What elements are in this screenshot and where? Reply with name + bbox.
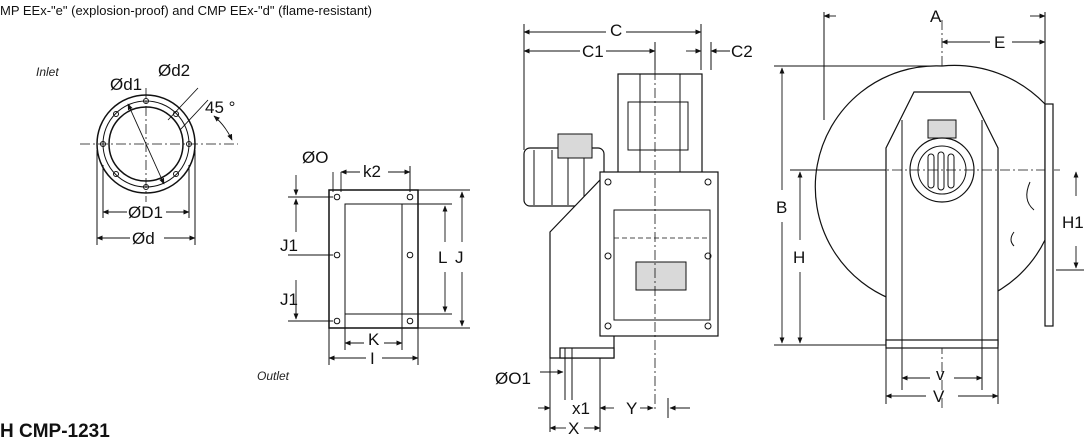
label-v: v — [936, 365, 945, 384]
model-title: H CMP-1231 — [0, 421, 110, 442]
label-B: B — [776, 198, 787, 217]
label-d1: Ød1 — [110, 75, 142, 94]
inlet-view: Inlet Ød1 Ød2 45 ° — [36, 61, 238, 248]
outlet-view: Outlet ØO k2 J1 J1 — [257, 148, 470, 383]
outlet-duct — [617, 73, 703, 175]
side-plate — [599, 171, 719, 337]
front-view: A E B H — [774, 7, 1084, 410]
label-K: K — [368, 330, 380, 349]
inlet-title: Inlet — [36, 65, 59, 79]
label-H1: H1 — [1062, 213, 1084, 232]
outlet-opening — [344, 203, 403, 315]
label-k2: k2 — [363, 162, 381, 181]
outlet-title: Outlet — [257, 369, 290, 383]
label-O: ØO — [302, 148, 328, 167]
front-terminal-box — [927, 119, 957, 139]
label-J1-bottom: J1 — [280, 290, 298, 309]
header-caption: MP EEx-"e" (explosion-proof) and CMP EEx… — [0, 3, 372, 18]
outlet-bolt-holes — [333, 193, 414, 325]
front-outlet-flange — [1044, 103, 1054, 327]
label-A: A — [930, 7, 942, 26]
label-D1: ØD1 — [128, 203, 163, 222]
label-X: X — [568, 419, 579, 438]
label-x1: x1 — [572, 399, 590, 418]
side-view: C C1 C2 — [495, 21, 753, 438]
label-L: L — [438, 248, 447, 267]
label-C1: C1 — [582, 42, 604, 61]
base-foot — [559, 347, 615, 359]
label-H: H — [793, 248, 805, 267]
motor-terminal-box — [557, 133, 593, 159]
side-bolts — [604, 178, 712, 330]
outlet-flange — [328, 189, 419, 329]
label-C: C — [610, 21, 622, 40]
label-d2: Ød2 — [158, 61, 190, 80]
label-Y: Y — [626, 399, 637, 418]
label-J: J — [455, 248, 464, 267]
label-angle: 45 ° — [205, 98, 235, 117]
motor-fan-grille — [927, 151, 955, 191]
label-d: Ød — [132, 229, 155, 248]
label-I: I — [370, 349, 375, 368]
label-C2: C2 — [731, 42, 753, 61]
front-base — [885, 339, 999, 349]
label-V: V — [933, 387, 945, 406]
label-J1-top: J1 — [280, 236, 298, 255]
label-O1: ØO1 — [495, 369, 531, 388]
label-E: E — [994, 33, 1005, 52]
